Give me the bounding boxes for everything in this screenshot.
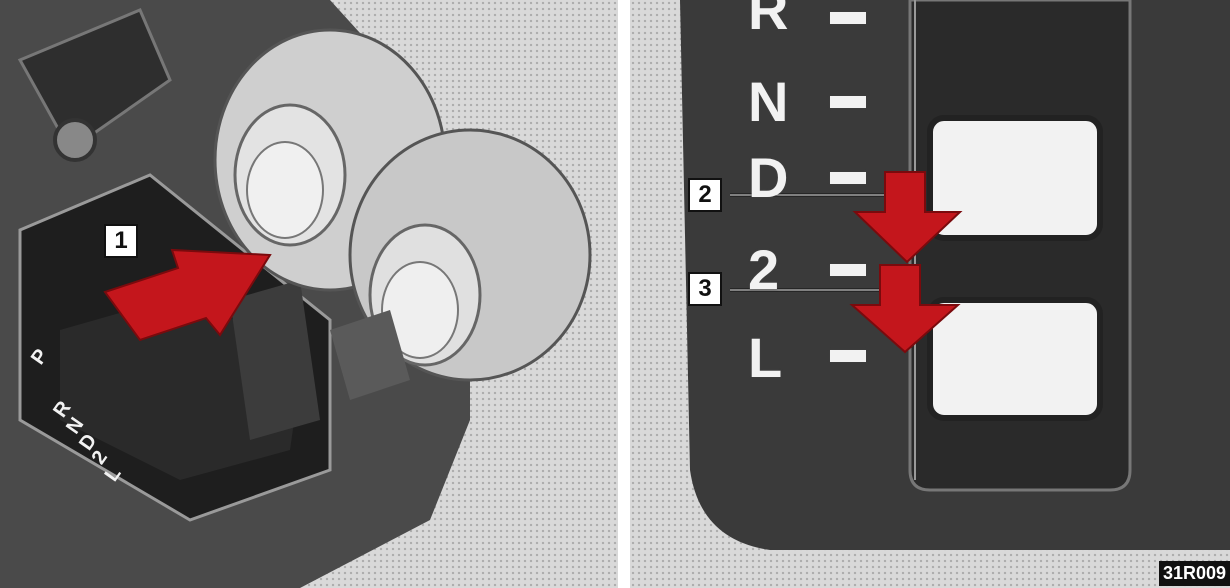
panel-divider xyxy=(618,0,630,588)
callout-2: 2 xyxy=(688,178,722,212)
gear-dash-n xyxy=(830,96,866,108)
gear-dash-l xyxy=(830,350,866,362)
gear-dash-r xyxy=(830,12,866,24)
callout-3: 3 xyxy=(688,272,722,306)
callout-1: 1 xyxy=(104,224,138,258)
gate-label-l: L xyxy=(101,464,124,485)
gear-indicator-diagram: R N D 2 L 2 3 xyxy=(630,0,1230,588)
gear-dash-2 xyxy=(830,264,866,276)
gear-dash-d xyxy=(830,172,866,184)
shift-lever-illustration: 1 P R N D 2 L xyxy=(0,0,618,588)
gear-label-2: 2 xyxy=(748,242,779,298)
gear-label-n: N xyxy=(748,74,788,130)
gear-label-l: L xyxy=(748,330,782,386)
gear-label-r: R xyxy=(748,0,788,38)
gear-label-d: D xyxy=(748,150,788,206)
figure-code: 31R009 xyxy=(1159,561,1230,586)
